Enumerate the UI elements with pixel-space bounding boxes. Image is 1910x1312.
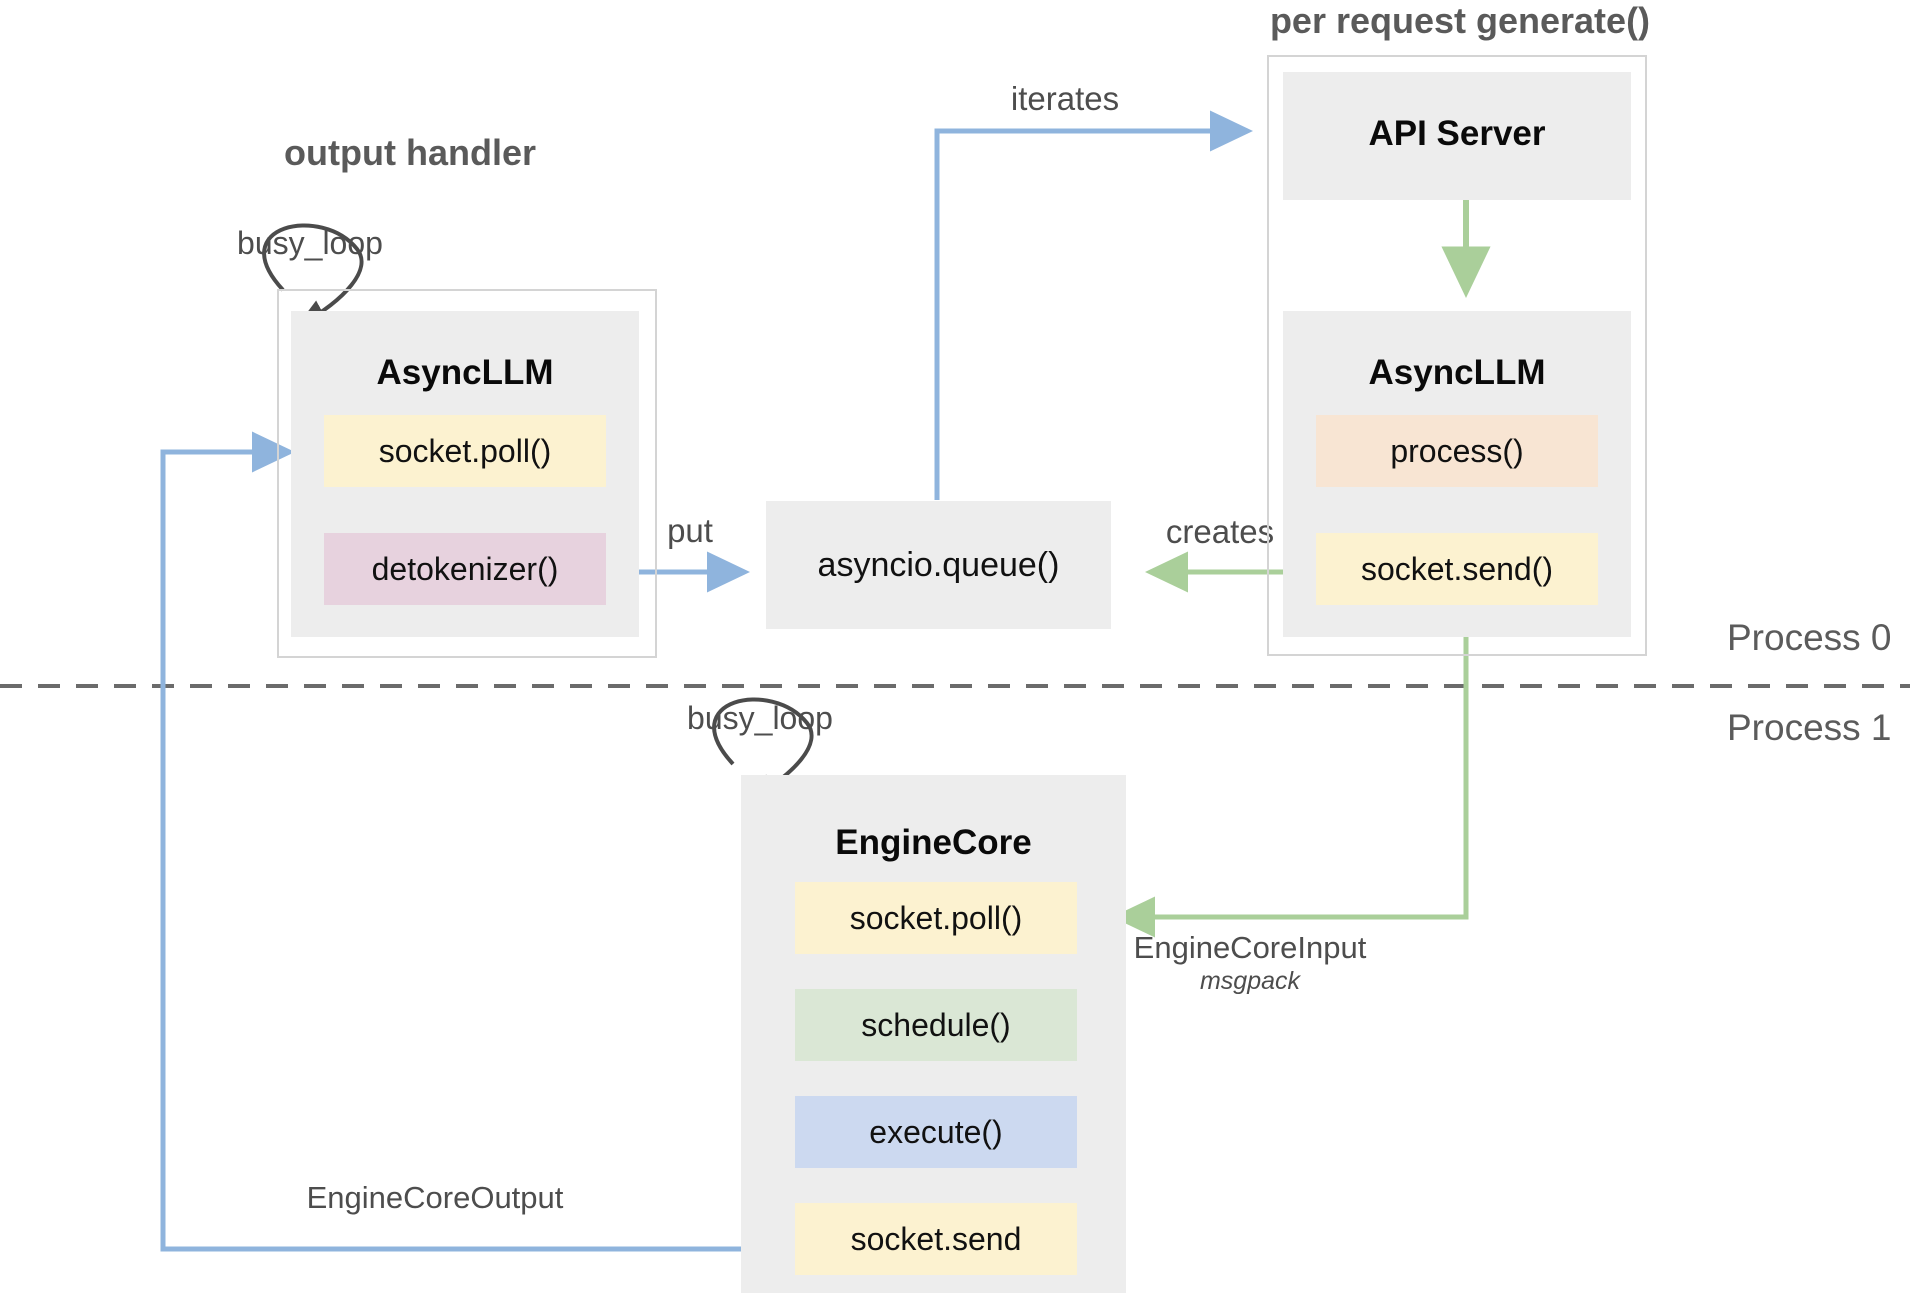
creates-label: creates <box>1165 513 1275 550</box>
engine-core-title: EngineCore <box>835 823 1032 862</box>
engine-core-item-socket-poll[interactable]: socket.poll() <box>795 882 1077 954</box>
engine-core-input-sublabel: msgpack <box>1199 966 1301 995</box>
asyncio-queue-label: asyncio.queue() <box>817 545 1060 584</box>
process-0-label: Process 0 <box>1727 617 1892 658</box>
output-handler-asyncllm-title: AsyncLLM <box>376 353 554 392</box>
engine-core-output-label: EngineCoreOutput <box>306 1180 564 1215</box>
per-request-item-socket-send[interactable]: socket.send() <box>1316 533 1598 605</box>
engine-core-item-schedule[interactable]: schedule() <box>795 989 1077 1061</box>
busy-loop-label-output-handler: busy_loop <box>237 225 383 261</box>
output-handler-item-detokenizer-label: detokenizer() <box>371 550 559 587</box>
iterates-arrow <box>934 110 1254 500</box>
api-server-title: API Server <box>1368 114 1546 153</box>
engine-core-input-label-text: EngineCoreInput <box>1133 930 1367 965</box>
output-handler-item-socket-poll-label: socket.poll() <box>378 432 552 469</box>
engine-core-item-execute-label: execute() <box>869 1113 1003 1150</box>
engine-core-item-socket-send[interactable]: socket.send <box>795 1203 1077 1275</box>
per-request-item-process-label: process() <box>1390 432 1524 469</box>
group-title-per-request: per request generate() <box>1269 0 1651 41</box>
group-title-output-handler: output handler <box>284 132 536 173</box>
output-handler-item-detokenizer[interactable]: detokenizer() <box>324 533 606 605</box>
engine-core-item-schedule-label: schedule() <box>861 1006 1011 1043</box>
api-server-panel[interactable]: API Server <box>1283 72 1631 200</box>
per-request-asyncllm-title: AsyncLLM <box>1368 353 1546 392</box>
asyncio-queue-node[interactable]: asyncio.queue() <box>766 501 1111 629</box>
engine-core-item-socket-poll-label: socket.poll() <box>849 899 1023 936</box>
engine-core-item-execute[interactable]: execute() <box>795 1096 1077 1168</box>
busy-loop-label-engine-core: busy_loop <box>687 700 833 736</box>
per-request-item-socket-send-label: socket.send() <box>1360 550 1554 587</box>
per-request-item-process[interactable]: process() <box>1316 415 1598 487</box>
put-label: put <box>667 512 713 549</box>
engine-core-item-socket-send-label: socket.send <box>850 1220 1022 1257</box>
engine-core-input-label: EngineCoreInput msgpack <box>1080 930 1420 996</box>
iterates-label: iterates <box>1010 80 1120 117</box>
process-1-label: Process 1 <box>1727 707 1892 748</box>
per-request-group <box>1267 55 1647 656</box>
output-handler-item-socket-poll[interactable]: socket.poll() <box>324 415 606 487</box>
output-handler-group <box>277 289 657 658</box>
